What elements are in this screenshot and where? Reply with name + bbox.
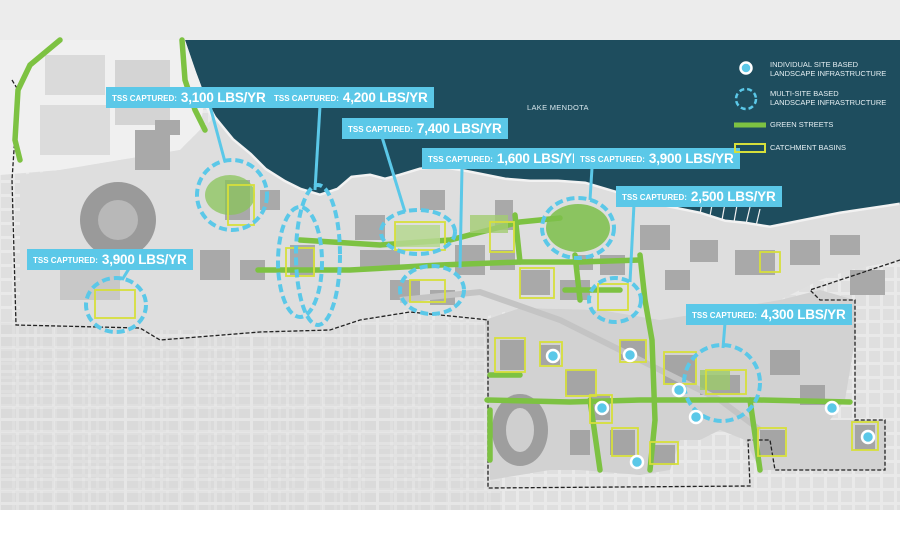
green-space-observatory xyxy=(546,204,610,252)
campus-boundary xyxy=(11,79,900,489)
green-space-library-mall xyxy=(395,225,440,247)
lower-city-grid xyxy=(0,320,500,510)
multi-site-circle-observatory xyxy=(540,196,616,260)
callout-value: 7,400 LBS/YR xyxy=(416,121,502,136)
multi-site-infrastructure-markers xyxy=(84,158,762,423)
callout-value: 3,900 LBS/YR xyxy=(648,151,734,166)
multi-site-circle-central xyxy=(587,276,643,324)
callout-value: 1,600 LBS/YR xyxy=(496,151,582,166)
multi-site-circle-engineering xyxy=(398,264,466,316)
multi-site-circle-lakeshore xyxy=(195,158,269,232)
callout-value: 4,300 LBS/YR xyxy=(760,307,846,322)
green-space-south xyxy=(700,370,730,390)
stadium-field xyxy=(506,408,534,452)
multi-site-circle-corridor-east xyxy=(294,183,342,327)
callout-tss-4300: TSS CAPTURED:4,300 LBS/YR xyxy=(686,304,852,325)
lake-mendota-label: LAKE MENDOTA xyxy=(527,103,589,112)
multi-site-circle-west-campus xyxy=(84,276,148,334)
individual-site-markers xyxy=(545,347,876,470)
multi-site-circle-corridor-west xyxy=(276,205,324,319)
block-nw-3 xyxy=(40,105,110,155)
individual-site-dot-icon xyxy=(739,61,753,75)
university-avenue xyxy=(399,288,762,433)
callout-tss-3900-observatory: TSS CAPTURED:3,900 LBS/YR xyxy=(574,148,740,169)
callout-tss-3100: TSS CAPTURED:3,100 LBS/YR xyxy=(106,87,272,108)
green-space-west xyxy=(205,175,255,215)
callout-tss-1600: TSS CAPTURED:1,600 LBS/YR xyxy=(422,148,588,169)
block-nw-1 xyxy=(45,55,105,95)
callout-tss-4200: TSS CAPTURED:4,200 LBS/YR xyxy=(268,87,434,108)
callout-value: 3,900 LBS/YR xyxy=(101,252,187,267)
green-space-bascom xyxy=(470,215,508,233)
callout-tss-7400: TSS CAPTURED:7,400 LBS/YR xyxy=(342,118,508,139)
callout-value: 3,100 LBS/YR xyxy=(180,90,266,105)
west-campus-complex-inner xyxy=(98,200,138,240)
callout-tss-2500: TSS CAPTURED:2,500 LBS/YR xyxy=(616,186,782,207)
multi-site-circle-library xyxy=(379,208,457,256)
green-street-line-icon xyxy=(734,122,766,128)
callout-tss-3900-west: TSS CAPTURED:3,900 LBS/YR xyxy=(27,249,193,270)
callout-value: 4,200 LBS/YR xyxy=(342,90,428,105)
callout-value: 2,500 LBS/YR xyxy=(690,189,776,204)
multi-site-circle-south xyxy=(682,343,762,423)
catchment-basin-box-icon xyxy=(734,143,766,153)
multi-site-dashed-circle-icon xyxy=(734,87,758,111)
bottom-margin xyxy=(0,510,900,550)
